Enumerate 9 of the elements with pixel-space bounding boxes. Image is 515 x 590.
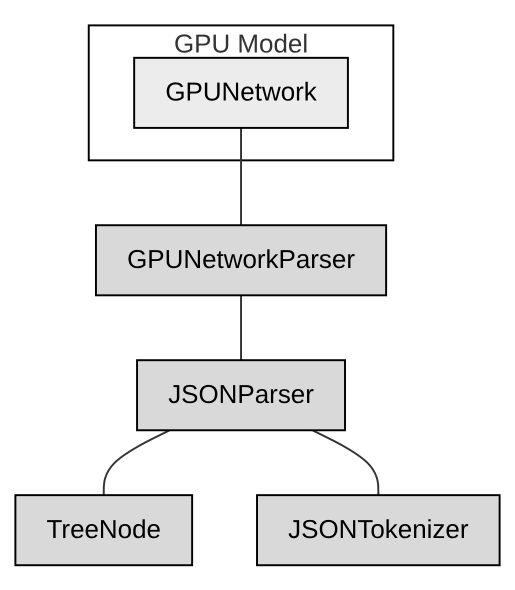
node-box: GPUNetwork — [133, 56, 349, 129]
connector — [240, 295, 242, 360]
node-box: TreeNode — [14, 494, 194, 566]
node-box: GPUNetworkParser — [94, 224, 388, 296]
node-box: JSONTokenizer — [256, 494, 501, 566]
node-box: JSONParser — [136, 358, 346, 431]
connector — [102, 429, 170, 495]
connector — [312, 429, 380, 495]
connector — [240, 128, 242, 225]
